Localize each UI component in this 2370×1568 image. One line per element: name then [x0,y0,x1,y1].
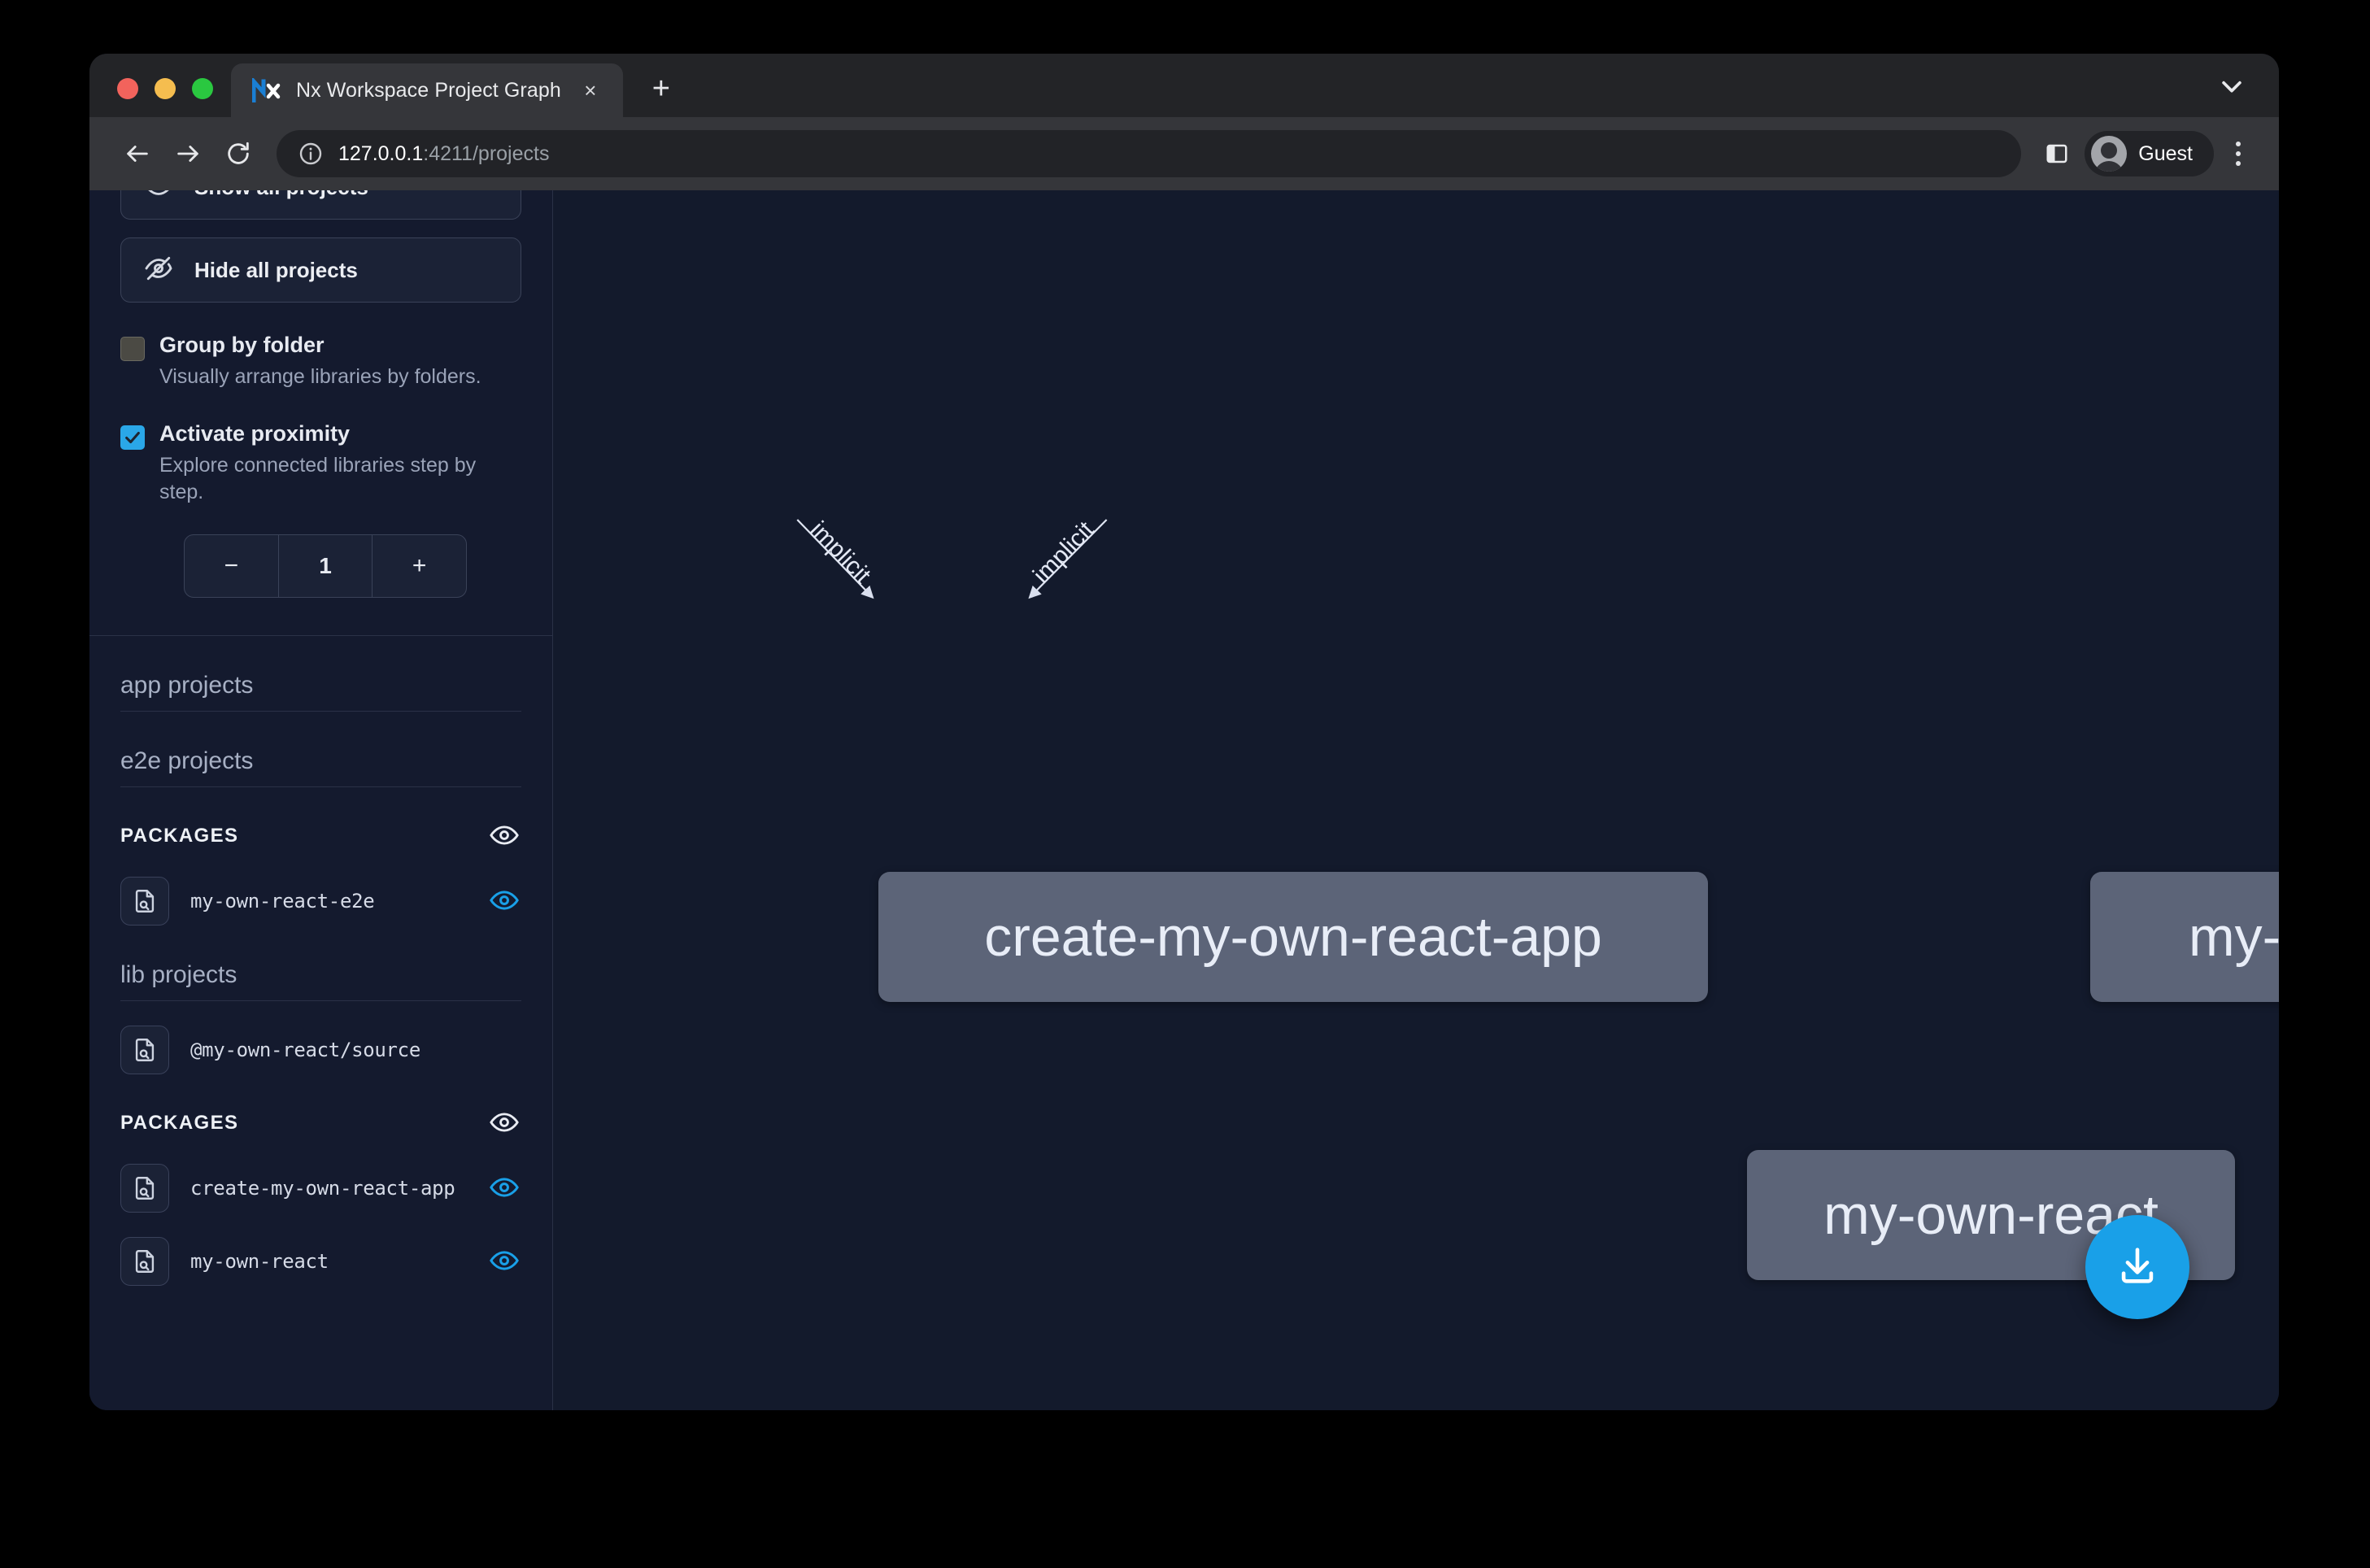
info-circle-icon [298,141,324,167]
graph-node-create-my-own-react-app[interactable]: create-my-own-react-app [878,872,1708,1002]
file-search-icon [120,1164,169,1213]
edge-label-implicit-1: implicit [804,516,876,589]
packages-header-e2e: PACKAGES [120,787,521,852]
project-name: my-own-react [190,1250,468,1273]
sidebar: Show all projects Hide all projects Grou… [89,190,553,1410]
group-e2e-projects: e2e projects [120,712,521,787]
project-name: @my-own-react/source [190,1039,521,1061]
chevron-down-icon[interactable] [2212,70,2251,102]
minimize-window-button[interactable] [155,78,176,99]
packages-title: PACKAGES [120,1112,238,1135]
address-bar[interactable]: 127.0.0.1:4211/projects [277,130,2021,177]
download-graph-button[interactable] [2085,1215,2189,1319]
window-controls [89,78,231,117]
packages-header-lib: PACKAGES [120,1074,521,1139]
option-group-by-folder[interactable]: Group by folder Visually arrange librari… [120,332,521,391]
activate-proximity-checkbox[interactable] [120,425,145,450]
side-panel-icon[interactable] [2036,133,2078,175]
show-all-projects-button[interactable]: Show all projects [120,190,521,220]
eye-slash-icon [144,254,176,286]
kebab-menu-icon[interactable] [2220,131,2256,176]
browser-window: Nx Workspace Project Graph × + [89,54,2279,1410]
sidebar-scroll-area[interactable]: Show all projects Hide all projects Grou… [89,190,552,1410]
url-text: 127.0.0.1:4211/projects [338,142,549,166]
toolbar-right: Guest [2036,131,2256,176]
proximity-value: 1 [278,535,372,597]
activate-proximity-label: Activate proximity [159,420,485,447]
group-by-folder-checkbox[interactable] [120,337,145,361]
browser-tab[interactable]: Nx Workspace Project Graph × [231,63,623,117]
packages-eye-icon[interactable] [489,820,521,852]
project-visibility-eye-icon[interactable] [489,885,521,917]
project-graph-canvas[interactable]: implicit implicit create-my-own-react-ap… [553,190,2279,1410]
group-e2e-projects-title: e2e projects [120,712,521,775]
profile-label: Guest [2138,142,2193,166]
group-by-folder-label: Group by folder [159,332,481,359]
project-row-my-own-react[interactable]: my-own-react [120,1237,521,1286]
file-search-icon [120,1026,169,1074]
group-lib-projects-title: lib projects [120,926,521,989]
maximize-window-button[interactable] [192,78,213,99]
graph-node-my-own-react-e2e[interactable]: my-own-react-e2e [2090,872,2279,1002]
proximity-decrement-button[interactable]: − [185,535,278,597]
eye-icon [144,190,176,203]
profile-chip[interactable]: Guest [2085,131,2214,176]
project-visibility-eye-icon[interactable] [489,1245,521,1278]
group-app-projects: app projects [120,636,521,712]
forward-arrow-icon[interactable] [163,128,213,179]
project-row-create-my-own-react-app[interactable]: create-my-own-react-app [120,1164,521,1213]
activate-proximity-description: Explore connected libraries step by step… [159,452,485,507]
proximity-stepper[interactable]: − 1 + [184,534,467,598]
show-all-projects-label: Show all projects [194,190,368,200]
tab-title: Nx Workspace Project Graph [296,79,561,102]
option-activate-proximity[interactable]: Activate proximity Explore connected lib… [120,420,521,507]
close-tab-button[interactable]: × [576,76,605,105]
group-lib-projects: lib projects [120,926,521,1001]
new-tab-button[interactable]: + [638,65,685,112]
group-by-folder-description: Visually arrange libraries by folders. [159,364,481,391]
hide-all-projects-label: Hide all projects [194,258,358,283]
group-app-projects-title: app projects [120,636,521,699]
reload-icon[interactable] [213,128,264,179]
packages-eye-icon[interactable] [489,1107,521,1139]
browser-toolbar: 127.0.0.1:4211/projects Guest [89,117,2279,190]
url-path: :4211/projects [423,142,549,165]
avatar-icon [2091,136,2127,172]
project-row-my-own-react-source[interactable]: @my-own-react/source [120,1026,521,1074]
nx-logo-icon [252,78,281,102]
project-name: create-my-own-react-app [190,1177,468,1200]
proximity-increment-button[interactable]: + [372,535,466,597]
url-host: 127.0.0.1 [338,142,423,165]
packages-title: PACKAGES [120,825,238,847]
app-body: Show all projects Hide all projects Grou… [89,190,2279,1410]
hide-all-projects-button[interactable]: Hide all projects [120,237,521,303]
download-icon [2114,1242,2161,1293]
project-row-my-own-react-e2e[interactable]: my-own-react-e2e [120,877,521,926]
close-window-button[interactable] [117,78,138,99]
file-search-icon [120,877,169,926]
group-rule [120,1000,521,1001]
back-arrow-icon[interactable] [112,128,163,179]
edge-label-implicit-2: implicit [1028,516,1100,589]
file-search-icon [120,1237,169,1286]
project-visibility-eye-icon[interactable] [489,1172,521,1204]
project-name: my-own-react-e2e [190,890,468,912]
tab-strip: Nx Workspace Project Graph × + [89,54,2279,117]
